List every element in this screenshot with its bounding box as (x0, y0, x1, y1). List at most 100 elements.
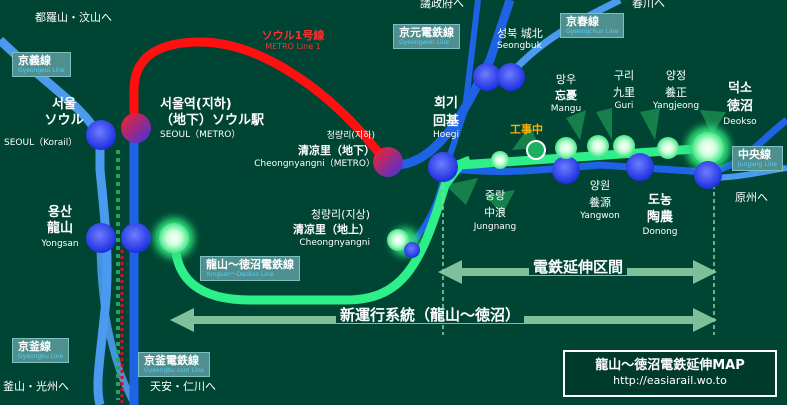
construction-station-dot[interactable] (526, 140, 546, 160)
hoegi-en: Hoegi (432, 130, 460, 140)
station-mangu-dot[interactable] (555, 137, 577, 159)
cheongnyangni-en: Cheongnyangni (299, 238, 370, 248)
station-jungnang-dot[interactable] (491, 151, 509, 169)
label-seoul-metro: 서울역(지하) （地下）ソウル駅 SEOUL（METRO） (160, 98, 264, 140)
label-cheongnyangni: 청량리(지상) 清凉里（地上） Cheongnyangni (293, 209, 370, 248)
badge-yongsan-deokso-jp: 龍山〜徳沼電鉄線 (206, 258, 294, 271)
construction-label: 工事中 (510, 123, 543, 136)
label-jungnang: 중랑 中浪 Jungnang (474, 190, 516, 232)
cheongnyangni-jp: 清凉里（地上） (293, 223, 370, 236)
donong-kr: 도농 (648, 193, 672, 208)
station-seongbuk-dot-2[interactable] (497, 63, 525, 91)
yongsan-jp: 龍山 (46, 221, 74, 236)
yangjeong-jp: 養正 (665, 86, 687, 99)
seongbuk-en: Seongbuk (497, 41, 542, 51)
badge-gyeongui-en: Gyeongeui Line (18, 67, 65, 74)
seoul-metro-kr: 서울역(지하) (160, 97, 232, 112)
badge-gyeongbu-elec: 京釜電鉄線 Gyeongbu com Line (138, 352, 210, 377)
seongbuk-kr: 성북 (497, 27, 518, 40)
badge-gyeongbu: 京釜線 Gyeongbu Line (12, 338, 70, 363)
seongbuk-line1: 성북 城北 (497, 28, 543, 39)
jungnang-en: Jungnang (473, 222, 517, 232)
badge-gyeongchun-jp: 京春線 (566, 15, 599, 28)
yangwon-en: Yangwon (580, 211, 620, 221)
station-yongsan-dot-1[interactable] (86, 223, 116, 253)
label-cheongnyangni-metro: 청량리(지하) 清凉里（地下） Cheongnyangni（METRO） (254, 132, 375, 169)
info-title: 龍山〜徳沼電鉄延伸MAP (595, 358, 745, 373)
line1-label-jp: ソウル1号線 (261, 29, 325, 42)
station-cheongnyangni-dot-2[interactable] (404, 242, 420, 258)
station-seongbuk-dot-1[interactable] (473, 63, 501, 91)
deokso-kr: 덕소 (728, 81, 752, 96)
yongsan-en: Yongsan (41, 239, 79, 249)
edge-label-right: 原州へ (735, 191, 768, 204)
guri-jp: 九里 (613, 86, 635, 99)
badge-gyeongbu-elec-en: Gyeongbu com Line (144, 367, 204, 374)
seoul-korail-en: SEOUL（Korail） (4, 138, 78, 148)
badge-gyeongui-jp: 京義線 (18, 54, 51, 67)
extension-label: 電鉄延伸区間 (528, 260, 628, 275)
label-yangjeong: 양정 養正 Yangjeong (653, 70, 699, 111)
seoul-metro-en: SEOUL（METRO） (160, 130, 241, 140)
station-deokso-dot-green[interactable] (692, 132, 724, 164)
badge-gyeongchun-en: Gyeongchun Line (566, 28, 619, 35)
label-deokso: 덕소 徳沼 Deokso (723, 82, 756, 127)
info-box: 龍山〜徳沼電鉄延伸MAP http://easiarail.wo.to (563, 350, 777, 397)
badge-gyeongwon-jp: 京元電鉄線 (399, 26, 454, 39)
label-hoegi: 회기 回基 Hoegi (433, 97, 459, 140)
donong-en: Donong (642, 227, 678, 237)
label-mangu: 망우 忘憂 Mangu (551, 74, 581, 114)
label-seoul-korail: 서울 ソウル (44, 98, 83, 127)
badge-gyeongwon: 京元電鉄線 Gyeongwon Line (393, 24, 460, 49)
label-yongsan: 용산 龍山 Yongsan (41, 206, 78, 249)
seoul-korail-kr: 서울 (52, 97, 76, 112)
station-seoul-metro-dot[interactable] (121, 113, 151, 143)
station-deokso-dot-blue[interactable] (694, 161, 722, 189)
cheongnyangni-kr: 청량리(지상) (310, 208, 370, 221)
station-hoegi-dot[interactable] (428, 152, 458, 182)
station-seoul-korail-dot[interactable] (86, 120, 116, 150)
guri-kr: 구리 (613, 69, 635, 82)
station-donong-dot-green[interactable] (613, 135, 635, 157)
mangu-kr: 망우 (555, 73, 577, 86)
gyeongui-line (0, 36, 112, 405)
mangu-en: Mangu (550, 104, 582, 114)
cheongnyangni-metro-kr: 청량리(지하) (326, 131, 375, 141)
line1-label: ソウル1号線 METRO Line 1 (262, 30, 325, 51)
edge-label-top-right: 春川へ (632, 0, 665, 10)
construction-glow (445, 108, 726, 215)
hoegi-jp: 回基 (432, 114, 459, 129)
cheongnyangni-metro-jp: 清凉里（地下） (298, 144, 375, 157)
label-guri: 구리 九里 Guri (613, 70, 635, 111)
yangjeong-en: Yangjeong (652, 101, 700, 111)
station-cheongnyangni-metro-dot[interactable] (373, 147, 403, 177)
station-cheongnyangni-dot-1[interactable] (387, 229, 409, 251)
station-yangjeong-dot[interactable] (657, 137, 679, 159)
badge-gyeongbu-jp: 京釜線 (18, 340, 51, 353)
seongbuk-jp: 城北 (520, 27, 543, 40)
jungnang-jp: 中浪 (483, 206, 506, 219)
badge-gyeongbu-elec-jp: 京釜電鉄線 (144, 354, 199, 367)
badge-gyeongbu-en: Gyeongbu Line (18, 353, 64, 360)
gyeongbu-line (96, 239, 139, 405)
donong-jp: 陶農 (646, 210, 674, 225)
yangjeong-kr: 양정 (665, 69, 687, 82)
badge-jungang-jp: 中央線 (738, 148, 771, 161)
label-donong: 도농 陶農 Donong (642, 194, 677, 237)
deokso-jp: 徳沼 (726, 99, 754, 114)
edge-label-top-left: 都羅山・汶山へ (35, 11, 112, 24)
station-guri-dot[interactable] (587, 135, 609, 157)
guri-en: Guri (614, 101, 634, 111)
station-donong-dot[interactable] (626, 153, 654, 181)
station-yongsan-dot-3[interactable] (159, 223, 189, 253)
info-url[interactable]: http://easiarail.wo.to (613, 374, 727, 388)
station-yangwon-dot[interactable] (552, 156, 580, 184)
yangwon-jp: 養源 (588, 196, 611, 209)
label-seongbuk: 성북 城北 Seongbuk (497, 28, 543, 51)
badge-gyeongui: 京義線 Gyeongeui Line (12, 52, 71, 77)
station-yongsan-dot-2[interactable] (121, 223, 151, 253)
seoul-metro-jp: （地下）ソウル駅 (160, 113, 265, 128)
edge-label-top-center: 議政府へ (420, 0, 464, 10)
